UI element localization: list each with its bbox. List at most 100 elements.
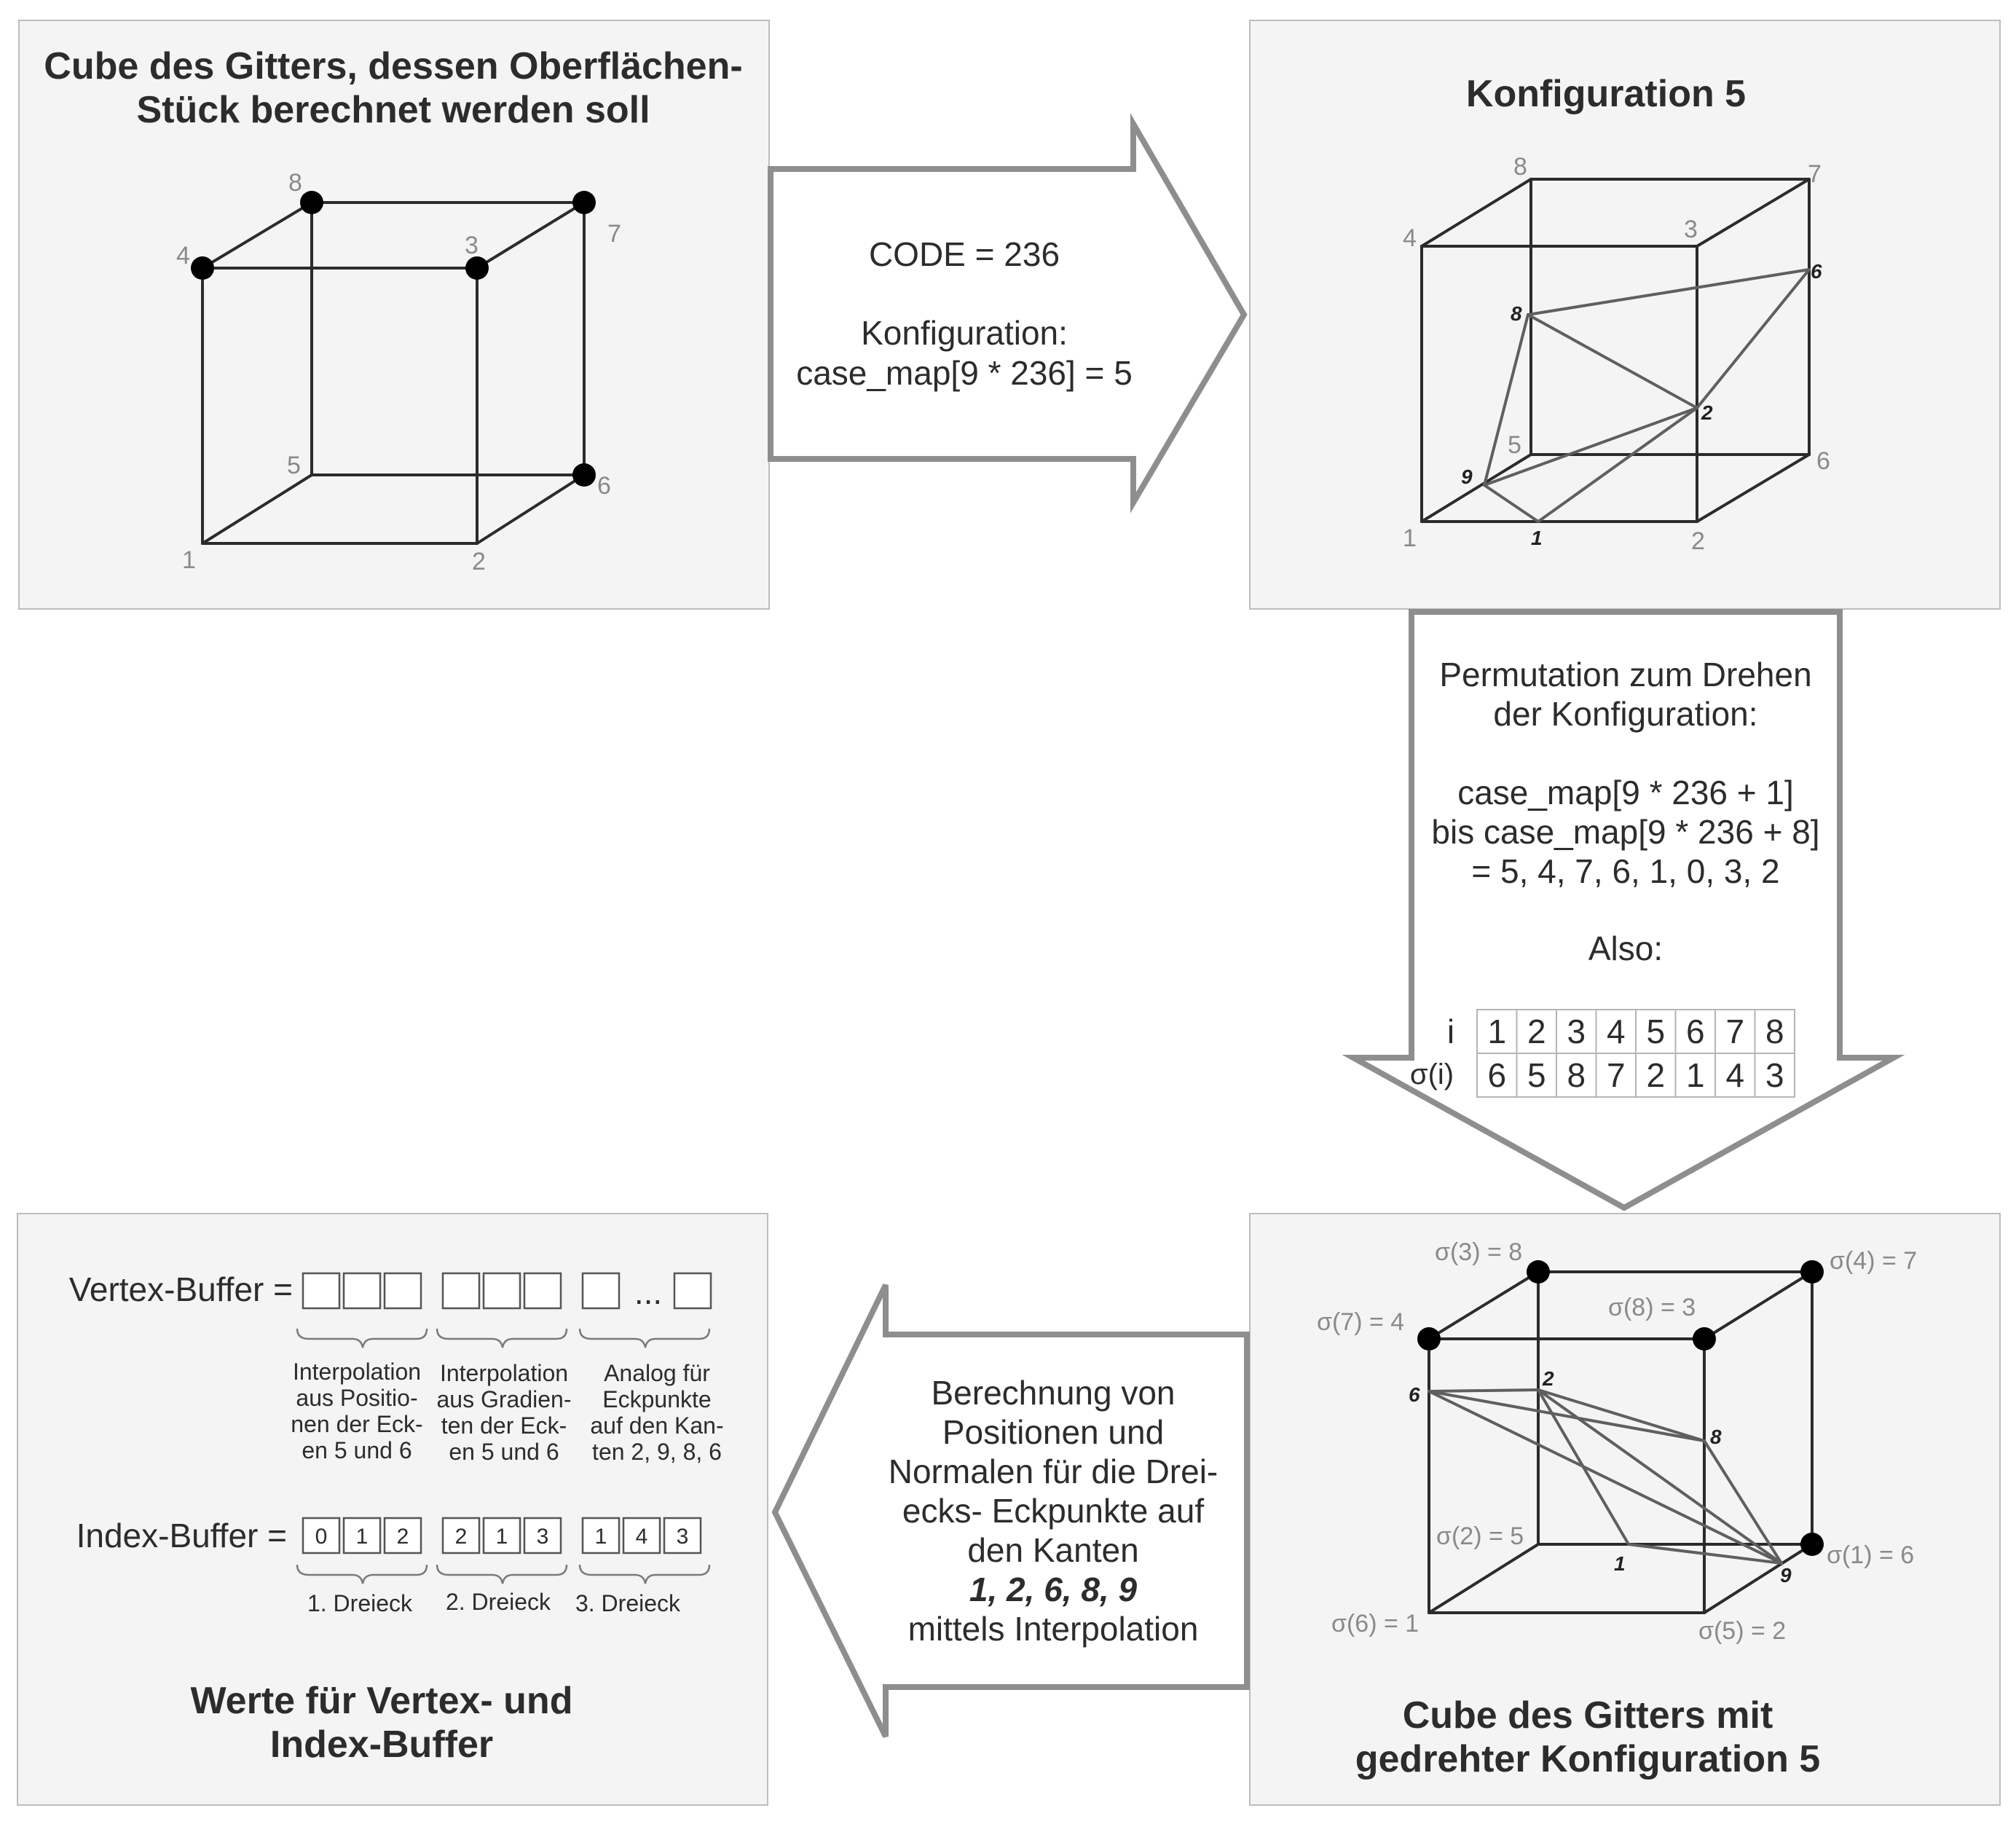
table-cell-value: 2 [1646, 1056, 1665, 1094]
vertex-label: 6 [1816, 447, 1830, 475]
table-row-label: σ(i) [1410, 1058, 1454, 1090]
vertex-label: 2 [1691, 527, 1705, 555]
cube-drawing [1428, 1270, 1814, 1614]
index-cell-value: 3 [537, 1525, 549, 1549]
panel-title-line: Cube des Gitters, dessen Oberflächen- [44, 45, 742, 87]
table-cell-value: 3 [1567, 1013, 1586, 1050]
arrow-text: Konfiguration: [861, 314, 1068, 352]
triangle-label: 1. Dreieck [307, 1590, 413, 1616]
vertex-buffer-cells [302, 1272, 712, 1310]
panel-title-line: Index-Buffer [270, 1723, 493, 1766]
edge-label: 1 [1531, 527, 1543, 549]
vertex-label: σ(5) = 2 [1698, 1617, 1786, 1645]
vertex-marker [191, 256, 214, 280]
vertex-marker [300, 191, 323, 214]
table-cell-value: 4 [1607, 1013, 1626, 1050]
arrow-down: Permutation zum Drehen der Konfiguration… [1342, 609, 1905, 1211]
arrow-text: ecks- Eckpunkte auf [902, 1492, 1204, 1530]
edge-label: 8 [1710, 1426, 1722, 1448]
panel-original-cube: Cube des Gitters, dessen Oberflächen- St… [18, 20, 770, 610]
vertex-label: 5 [1508, 431, 1521, 459]
arrow-text: case_map[9 * 236 + 1] [1457, 774, 1794, 811]
arrow-text: Berechnung von [931, 1374, 1175, 1412]
table-cell [1754, 1009, 1795, 1054]
panel-configuration-5: Konfiguration 5 1 2 3 4 5 [1249, 20, 2001, 610]
panel-title-line: Stück berechnet werden soll [136, 89, 650, 131]
edge-label: 1 [1614, 1552, 1626, 1575]
triangle-surface [1483, 268, 1811, 523]
vertex-label: 3 [465, 232, 479, 259]
table-cell [1714, 1009, 1756, 1054]
vertex-markers [1417, 1260, 1824, 1556]
index-cell-value: 1 [356, 1525, 369, 1549]
index-cell-value: 0 [315, 1525, 328, 1549]
vertex-label: 8 [288, 169, 302, 197]
index-cell [622, 1517, 661, 1554]
vertex-group-desc: aus Gradien- [437, 1386, 572, 1412]
arrow-text: = 5, 4, 7, 6, 1, 0, 3, 2 [1471, 852, 1779, 890]
arrow-text: bis case_map[9 * 236 + 8] [1431, 813, 1819, 851]
index-cell [523, 1517, 562, 1554]
vertex-marker [572, 191, 596, 214]
edge-label: 9 [1461, 465, 1473, 488]
arrow-text: CODE = 236 [869, 235, 1060, 273]
index-cell-value: 3 [677, 1525, 689, 1549]
vertex-label: 5 [287, 452, 301, 479]
arrow-text: Permutation zum Drehen [1439, 656, 1811, 693]
table-cell-value: 6 [1686, 1013, 1705, 1050]
table-cell-value: 3 [1765, 1056, 1784, 1094]
table-cell [1635, 1053, 1677, 1098]
table-cell-value: 7 [1607, 1056, 1626, 1094]
table-cell-value: 7 [1725, 1013, 1744, 1050]
index-cell-value: 2 [397, 1525, 409, 1549]
table-cell [1674, 1053, 1716, 1098]
arrow-text: Also: [1588, 929, 1663, 967]
table-cell-value: 6 [1487, 1056, 1506, 1094]
vertex-group-desc: en 5 und 6 [449, 1439, 559, 1465]
index-buffer-braces [296, 1564, 711, 1584]
edge-label: 9 [1780, 1564, 1792, 1587]
vertex-label: σ(3) = 8 [1435, 1238, 1522, 1266]
table-row-label: i [1447, 1013, 1454, 1050]
table-cell-value: 4 [1725, 1056, 1744, 1094]
vertex-group-desc: Interpolation [293, 1359, 421, 1385]
index-cell-value: 1 [595, 1525, 607, 1549]
panel-rotated-cube: Cube des Gitters mit gedrehter Konfigura… [1249, 1213, 2001, 1806]
vertex-label: 2 [472, 548, 486, 575]
index-cell-value: 1 [496, 1525, 508, 1549]
vertex-group-desc: Analog für [604, 1360, 710, 1386]
triangle-surface [1428, 1388, 1783, 1565]
arrow-text: case_map[9 * 236] = 5 [796, 354, 1133, 392]
vertex-buffer-label: Vertex-Buffer = [69, 1270, 293, 1308]
index-cell [383, 1517, 422, 1554]
edge-label: 6 [1409, 1383, 1420, 1406]
index-cell [302, 1517, 341, 1554]
edge-label: 8 [1511, 302, 1522, 325]
vertex-label: σ(6) = 1 [1331, 1610, 1419, 1638]
table-cell-value: 5 [1646, 1013, 1665, 1050]
vertex-group-desc: auf den Kan- [590, 1412, 723, 1439]
panel-title-line: gedrehter Konfiguration 5 [1355, 1738, 1820, 1780]
edge-label: 2 [1701, 401, 1713, 424]
index-buffer-label: Index-Buffer = [76, 1517, 287, 1554]
triangle-label: 2. Dreieck [446, 1589, 551, 1615]
vertex-label: 6 [597, 472, 611, 500]
arrow-text: mittels Interpolation [908, 1610, 1199, 1648]
vertex-label: 4 [1403, 224, 1417, 252]
vertex-marker [465, 256, 489, 280]
edge-label: 2 [1542, 1367, 1554, 1390]
vertex-label: 1 [1403, 524, 1417, 552]
vertex-label: 4 [176, 242, 190, 270]
vertex-label: 3 [1684, 216, 1698, 243]
vertex-label: σ(2) = 5 [1436, 1522, 1524, 1550]
arrow-text: Positionen und [942, 1413, 1164, 1451]
panel-title-line: Cube des Gitters mit [1403, 1694, 1773, 1737]
ellipsis: ... [634, 1273, 662, 1311]
arrow-text: der Konfiguration: [1493, 695, 1757, 733]
vertex-group-desc: ten 2, 9, 8, 6 [592, 1439, 722, 1465]
panel-title-line: Werte für Vertex- und [191, 1680, 573, 1722]
vertex-group-desc: en 5 und 6 [302, 1437, 412, 1463]
cube-drawing [1420, 178, 1811, 523]
